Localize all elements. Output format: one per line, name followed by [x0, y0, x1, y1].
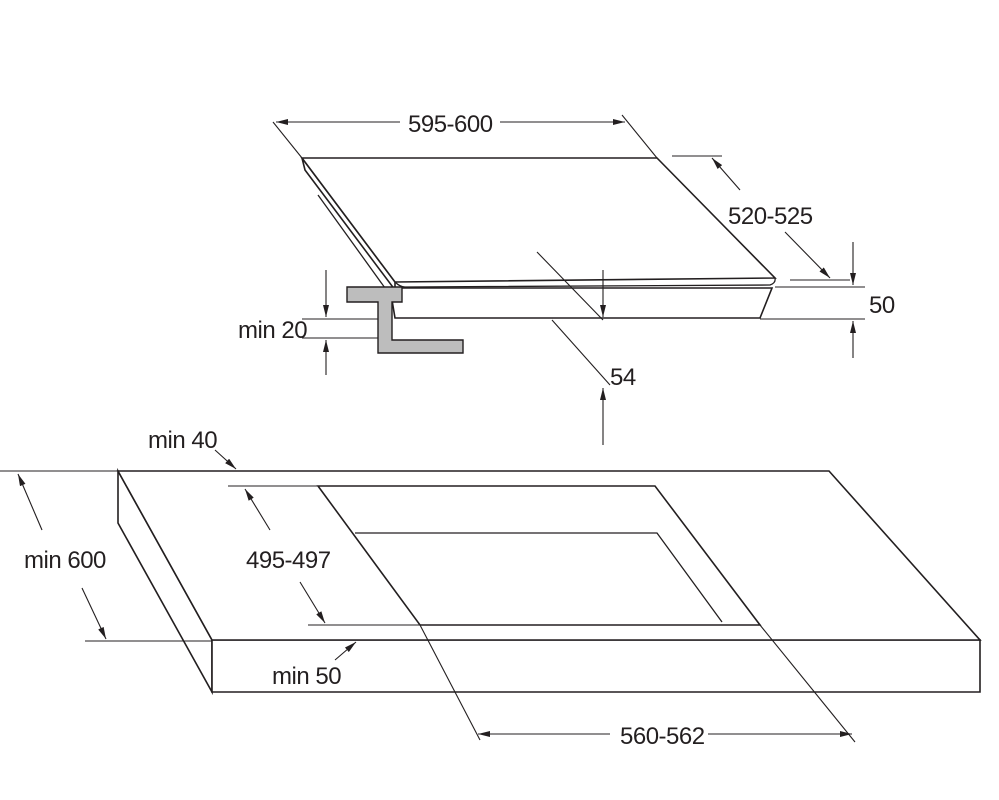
mounting-bracket	[346, 286, 464, 354]
label-back-distance: min 40	[148, 427, 217, 454]
label-cutout-depth: 495-497	[246, 547, 331, 574]
hob-body	[389, 287, 774, 319]
hob-side-edge	[317, 194, 386, 289]
label-hob-width: 595-600	[408, 111, 493, 138]
label-cutout-width: 560-562	[620, 723, 705, 750]
hob	[300, 157, 777, 319]
label-bracket-clearance: min 20	[238, 317, 307, 344]
label-hob-depth: 520-525	[728, 203, 813, 230]
hob-top-edge	[394, 277, 776, 288]
label-hob-height: 50	[869, 292, 895, 319]
cutout-inner-edge	[355, 532, 723, 623]
worktop-dimensions	[0, 449, 856, 743]
label-front-distance: min 50	[272, 663, 341, 690]
worktop	[116, 467, 982, 696]
label-worktop-depth: min 600	[24, 547, 106, 574]
hob-glass-top	[300, 157, 777, 283]
hob-dimensions	[272, 114, 865, 445]
label-built-in-depth: 54	[610, 364, 636, 391]
